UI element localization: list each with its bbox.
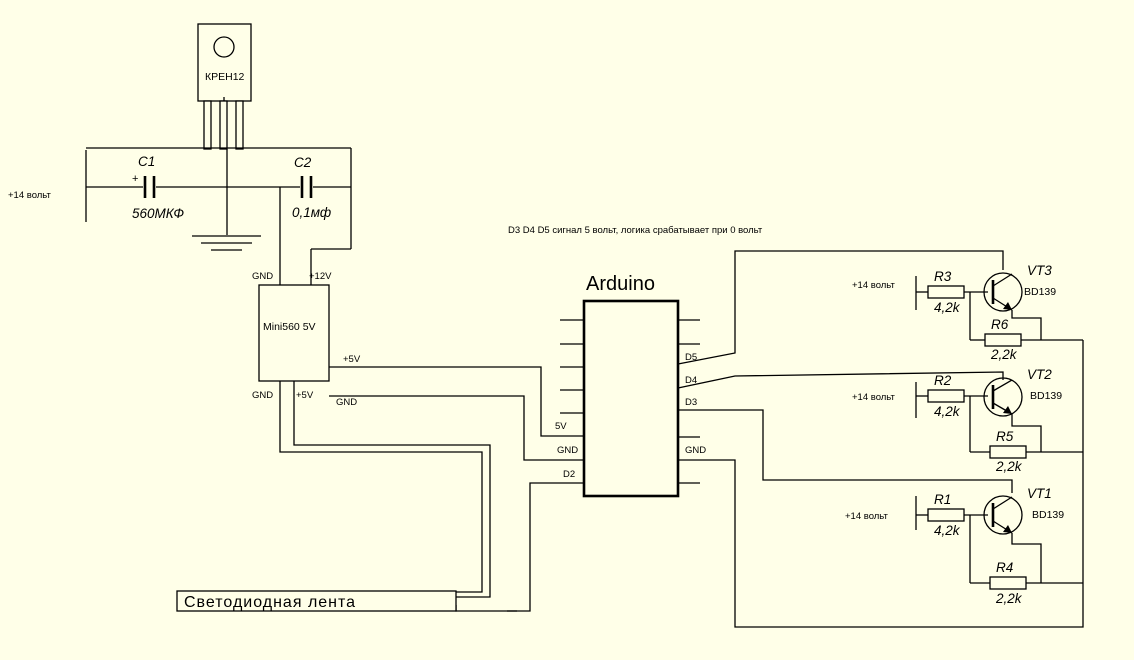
mini560-label: Mini560 5V [263, 321, 316, 333]
mini560-pin-12v: +12V [309, 271, 332, 282]
regulator-mount-hole [213, 36, 235, 58]
arduino-pin-gnd-right: GND [685, 445, 706, 456]
arduino-pin-gnd-left: GND [557, 445, 578, 456]
mini560-pin-5v-out: +5V [343, 354, 361, 365]
r5-resistor [989, 445, 1027, 459]
c2-name: C2 [294, 155, 312, 170]
ground-symbol [192, 235, 261, 251]
r6-resistor [984, 333, 1022, 347]
power-input-label: +14 вольт [8, 190, 52, 201]
c1-value: 560МКФ [132, 206, 184, 221]
channel-vt2: +14 вольт R2 4,2k VT2 BD139 R5 2,2k [852, 367, 1083, 474]
led-strip: Светодиодная лента [176, 590, 457, 612]
arduino-label: Arduino [586, 273, 655, 295]
vt2-model: BD139 [1030, 390, 1062, 402]
output-wiring [677, 250, 1084, 628]
capacitor-c2: C2 0,1мф [292, 155, 331, 220]
r4-resistor [989, 576, 1027, 590]
r4-name: R4 [996, 560, 1013, 575]
led-strip-body [176, 590, 457, 612]
vt3-supply-label: +14 вольт [852, 280, 896, 291]
arduino-board: Arduino 5V GND D2 D5 D4 D3 GND [555, 273, 706, 498]
r5-name: R5 [996, 429, 1014, 444]
mini560-pin-gnd-bottom: GND [252, 390, 273, 401]
r3-value: 4,2k [934, 300, 961, 315]
arduino-body [582, 299, 680, 498]
vt1-supply-label: +14 вольт [845, 511, 889, 522]
signal-note: D3 D4 D5 сигнал 5 вольт, логика срабатыв… [508, 225, 763, 236]
vt3-model: BD139 [1024, 286, 1056, 298]
r5-value: 2,2k [995, 459, 1023, 474]
vt2-transistor [983, 377, 1023, 417]
power-input: +14 вольт [8, 150, 87, 222]
vt3-transistor [983, 272, 1023, 312]
arduino-pin-d2: D2 [563, 469, 575, 480]
c1-polarity: + [132, 173, 138, 185]
mini560-pin-gnd-out: GND [336, 397, 357, 408]
r2-name: R2 [934, 373, 952, 388]
arduino-pin-d3: D3 [685, 397, 697, 408]
mini560-pin-gnd-top: GND [252, 271, 273, 282]
r3-resistor [927, 285, 965, 299]
r2-resistor [927, 389, 965, 403]
regulator-pin-left [203, 100, 212, 150]
r6-value: 2,2k [990, 347, 1018, 362]
input-wiring [86, 147, 352, 285]
c1-name: C1 [138, 154, 155, 169]
regulator-kren12: КРЕН12 [197, 23, 252, 150]
vt2-name: VT2 [1027, 367, 1052, 382]
r3-name: R3 [934, 269, 952, 284]
channel-vt3: +14 вольт R3 4,2k VT3 BD139 R6 2,2k [852, 263, 1083, 362]
mini560-module: Mini560 5V GND +12V +5V GND GND +5V [252, 271, 361, 408]
vt3-name: VT3 [1027, 263, 1052, 278]
led-strip-label: Светодиодная лента [184, 594, 356, 611]
r6-name: R6 [991, 317, 1009, 332]
c2-value: 0,1мф [292, 205, 331, 220]
r1-value: 4,2k [934, 523, 961, 538]
regulator-pin-center [219, 100, 228, 150]
r1-resistor [927, 508, 965, 522]
mini560-body [258, 284, 330, 382]
arduino-pin-d4: D4 [685, 375, 697, 386]
arduino-pin-d5: D5 [685, 352, 697, 363]
r2-value: 4,2k [934, 404, 961, 419]
vt1-model: BD139 [1032, 509, 1064, 521]
regulator-label: КРЕН12 [205, 71, 245, 83]
r1-name: R1 [934, 492, 951, 507]
module-wiring [279, 366, 584, 612]
r4-value: 2,2k [995, 591, 1023, 606]
mini560-pin-5v-bottom: +5V [296, 390, 314, 401]
arduino-pin-5v: 5V [555, 421, 567, 432]
capacitor-c1: C1 + 560МКФ [132, 154, 184, 221]
regulator-pin-right [235, 100, 244, 150]
vt1-name: VT1 [1027, 486, 1052, 501]
channel-vt1: +14 вольт R1 4,2k VT1 BD139 R4 2,2k [845, 486, 1083, 606]
vt2-supply-label: +14 вольт [852, 392, 896, 403]
vt1-transistor [983, 495, 1023, 535]
regulator-body [197, 23, 252, 102]
